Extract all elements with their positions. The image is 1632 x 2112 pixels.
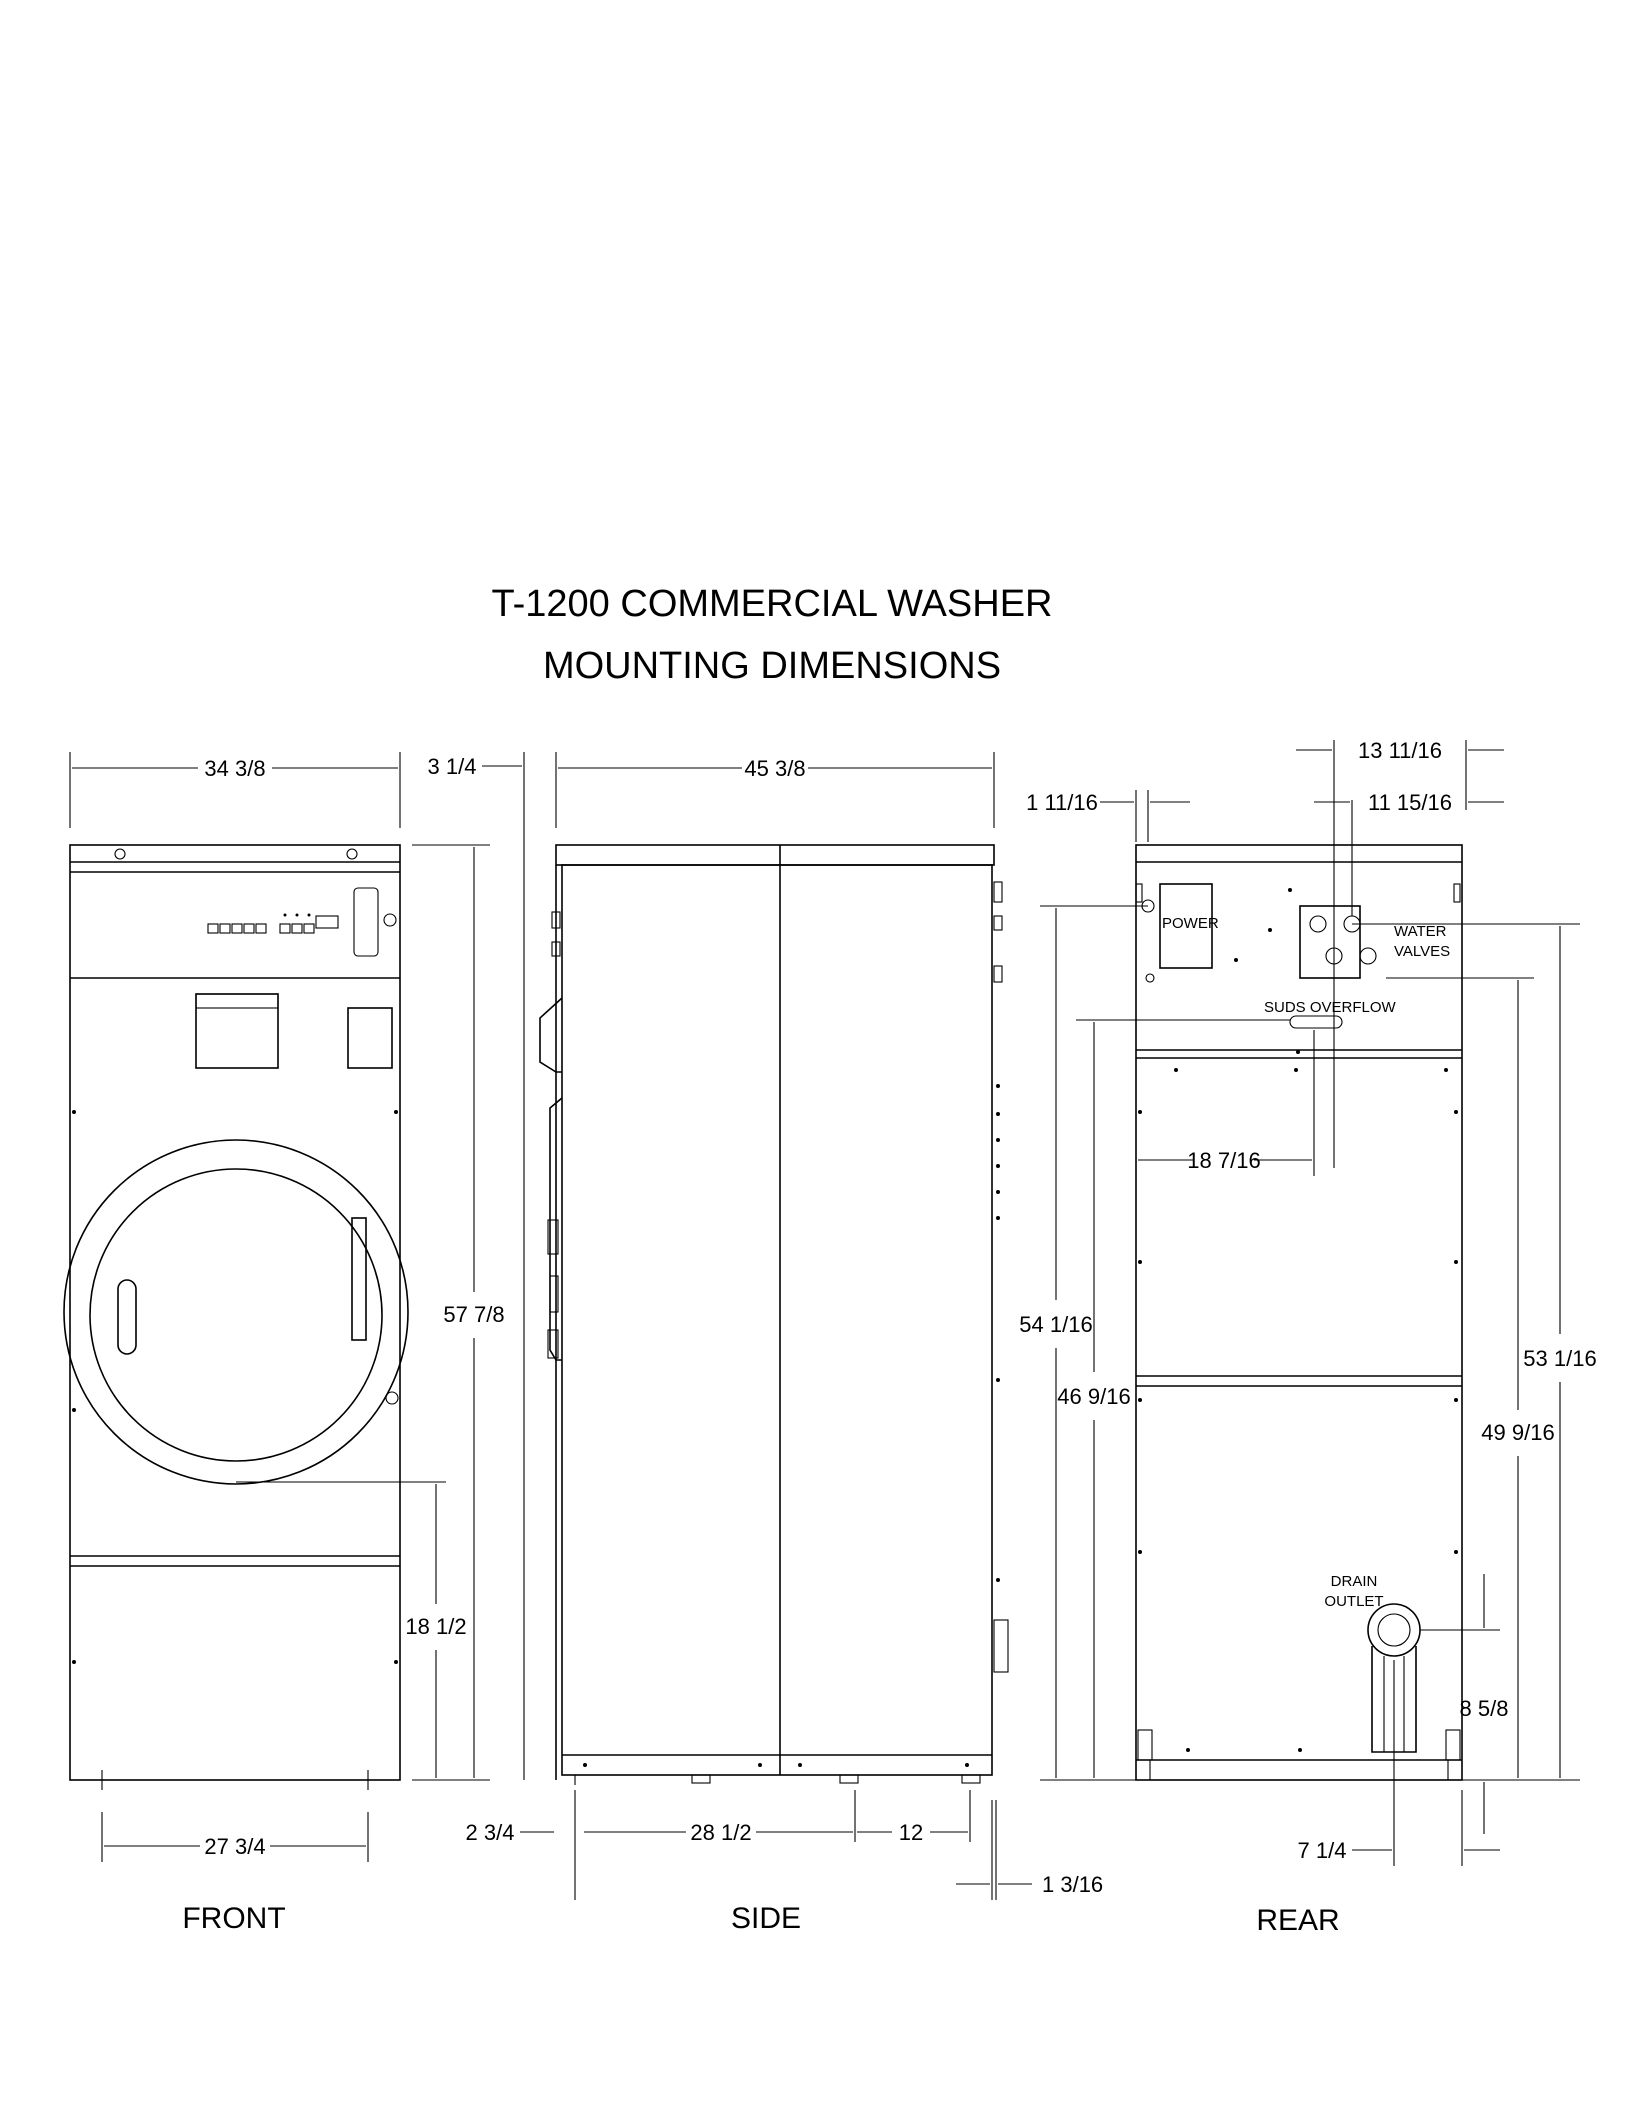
door-glass — [90, 1169, 382, 1461]
side-view-label: SIDE — [731, 1902, 801, 1935]
door-center-dim: 18 1/2 — [236, 1482, 467, 1778]
rear-view: POWER WATER VALVES SUDS OVERFLOW DRAIN O… — [1136, 845, 1462, 1780]
front-access-panel — [348, 1008, 392, 1068]
door-center-label: 18 1/2 — [405, 1614, 466, 1639]
water-valve-plate — [1300, 906, 1360, 978]
front-door — [64, 1140, 408, 1484]
water-valve-hot — [1310, 916, 1326, 932]
drain-offset-label: 7 1/4 — [1298, 1838, 1347, 1863]
drain-height-label: 8 5/8 — [1460, 1696, 1509, 1721]
power-offset-label: 1 11/16 — [1026, 790, 1098, 815]
valve-offset-2-label: 11 15/16 — [1368, 790, 1452, 815]
power-height-label: 54 1/16 — [1019, 1312, 1092, 1337]
side-foot-dims: 2 3/4 28 1/2 12 1 3/16 — [466, 1790, 1104, 1900]
front-view — [64, 845, 408, 1790]
suds-overflow-offset-dim: 18 7/16 — [1138, 1030, 1314, 1176]
front-base-dim: 27 3/4 — [102, 1812, 368, 1862]
drain-label-2: OUTLET — [1324, 1593, 1383, 1610]
front-base-label: 27 3/4 — [204, 1834, 265, 1859]
valve-height-1-label: 53 1/16 — [1523, 1346, 1596, 1371]
drawing-title-line1: T-1200 COMMERCIAL WASHER — [492, 583, 1053, 625]
power-label: POWER — [1162, 915, 1219, 932]
side-depth-label: 45 3/8 — [744, 756, 805, 781]
side-top-offset-label: 3 1/4 — [428, 754, 477, 779]
side-front-offset-label: 2 3/4 — [466, 1820, 515, 1845]
suds-overflow-label: SUDS OVERFLOW — [1264, 999, 1397, 1016]
suds-overflow-height-label: 46 9/16 — [1057, 1384, 1130, 1409]
side-depth-dim: 45 3/8 — [558, 752, 994, 828]
drain-outlet — [1368, 1604, 1420, 1656]
front-view-label: FRONT — [182, 1902, 285, 1935]
water-valves-label-2: VALVES — [1394, 943, 1450, 960]
control-buttons — [208, 914, 338, 934]
front-width-dim: 34 3/8 — [70, 752, 400, 828]
suds-overflow-offset-label: 18 7/16 — [1187, 1148, 1260, 1173]
rear-left-height-dims: 54 1/16 46 9/16 — [1019, 906, 1290, 1780]
drawing-title-line2: MOUNTING DIMENSIONS — [543, 645, 1001, 687]
front-height-dim: 57 7/8 — [412, 845, 505, 1780]
valve-height-2-label: 49 9/16 — [1481, 1420, 1554, 1445]
rear-view-label: REAR — [1256, 1904, 1339, 1937]
front-width-label: 34 3/8 — [204, 756, 265, 781]
front-height-label: 57 7/8 — [443, 1302, 504, 1327]
side-foot-spacing-label: 28 1/2 — [690, 1820, 751, 1845]
drain-dims: 8 5/8 7 1/4 — [1298, 1574, 1509, 1866]
valve-offset-1-label: 13 11/16 — [1358, 738, 1442, 763]
rear-right-height-dims: 53 1/16 49 9/16 — [1352, 924, 1597, 1780]
drain-label-1: DRAIN — [1331, 1573, 1378, 1590]
side-view — [540, 845, 1008, 1785]
side-rear-spacing-label: 12 — [899, 1820, 923, 1845]
coin-slot-panel — [354, 888, 378, 956]
side-rear-offset-label: 1 3/16 — [1042, 1872, 1103, 1897]
water-valves-label-1: WATER — [1394, 923, 1447, 940]
